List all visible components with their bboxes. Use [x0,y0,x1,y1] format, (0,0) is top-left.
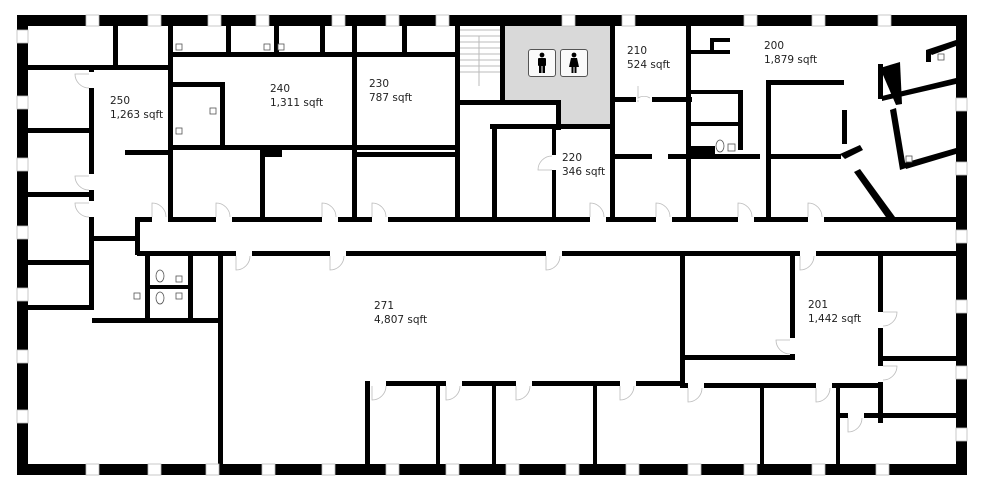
stairs[interactable] [458,29,500,86]
room-area: 1,879 sqft [764,54,818,66]
room-area: 1,263 sqft [110,109,164,121]
room-number: 220 [562,152,583,164]
fixtures [133,43,945,305]
room-271-label[interactable]: 271 4,807 sqft [374,299,427,327]
windows [16,14,968,476]
room-number: 230 [369,78,390,90]
room-200-label[interactable]: 200 1,879 sqft [764,39,817,67]
room-number: 250 [110,95,131,107]
walls [17,15,967,475]
doors[interactable] [74,72,898,433]
room-area: 4,807 sqft [374,314,428,326]
room-210-label[interactable]: 210 524 sqft [627,44,670,72]
male-restroom-icon [528,49,556,77]
room-area: 1,442 sqft [808,313,862,325]
room-201-label[interactable]: 201 1,442 sqft [808,298,861,326]
room-220-label[interactable]: 220 346 sqft [562,151,605,179]
room-number: 200 [764,40,785,52]
room-area: 524 sqft [627,59,671,71]
room-number: 210 [627,45,648,57]
restroom-icons [528,49,588,77]
female-restroom-icon [560,49,588,77]
room-number: 271 [374,300,395,312]
room-number: 201 [808,299,829,311]
room-230-label[interactable]: 230 787 sqft [369,77,412,105]
room-240-label[interactable]: 240 1,311 sqft [270,82,323,110]
room-area: 787 sqft [369,92,413,104]
room-number: 240 [270,83,291,95]
room-250-label[interactable]: 250 1,263 sqft [110,94,163,122]
room-area: 1,311 sqft [270,97,324,109]
room-area: 346 sqft [562,166,606,178]
